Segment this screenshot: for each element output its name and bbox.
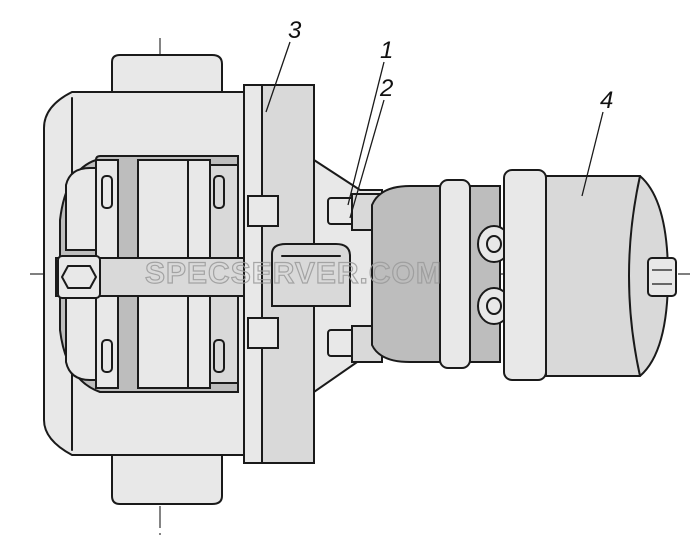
pad-slot-2 bbox=[101, 339, 113, 373]
callout-3: 3 bbox=[288, 17, 302, 44]
callout-4: 4 bbox=[600, 87, 613, 114]
leader-line-2 bbox=[349, 99, 385, 219]
clamp-bolt-upper-hole bbox=[486, 235, 502, 253]
spring-chamber-ring bbox=[503, 169, 547, 381]
callout-1: 1 bbox=[380, 37, 393, 64]
retaining-bolt-hex bbox=[61, 265, 97, 289]
clamp-bolt-lower-hole bbox=[486, 297, 502, 315]
pad-slot-1 bbox=[101, 175, 113, 209]
chamber-flange-ring bbox=[439, 179, 471, 369]
central-boss bbox=[271, 243, 351, 307]
leader-line-1 bbox=[347, 61, 385, 206]
leader-line-4 bbox=[581, 111, 604, 197]
mounting-bolt-lower bbox=[327, 329, 355, 357]
clamp-band bbox=[469, 185, 501, 363]
pad-end-lower bbox=[65, 297, 97, 381]
top-guide-lug bbox=[111, 54, 223, 97]
pad-end-upper bbox=[65, 167, 97, 251]
chamber-cap-edge bbox=[628, 175, 641, 377]
release-bolt-head bbox=[647, 257, 677, 297]
callout-2: 2 bbox=[379, 75, 393, 102]
bottom-guide-lug bbox=[111, 454, 223, 505]
mounting-bolt-upper bbox=[327, 197, 355, 225]
watermark-text: SPECSERVER.COM bbox=[145, 257, 442, 290]
retaining-bolt-head bbox=[57, 255, 101, 299]
flange-step-lower bbox=[247, 317, 279, 349]
pad-slot-4 bbox=[213, 339, 225, 373]
pad-slot-3 bbox=[213, 175, 225, 209]
flange-step-upper bbox=[247, 195, 279, 227]
leader-line-3 bbox=[265, 41, 291, 113]
